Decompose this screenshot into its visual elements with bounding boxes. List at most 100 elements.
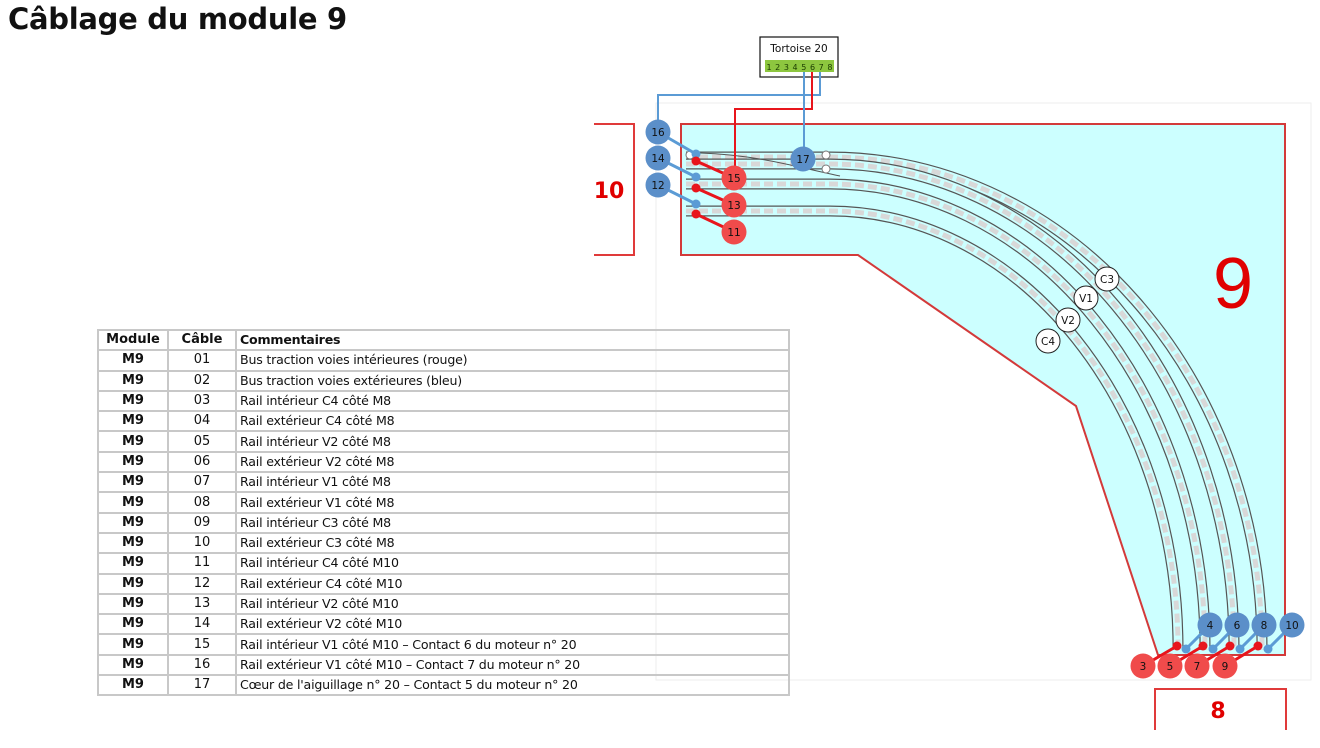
tracks bbox=[685, 150, 1268, 650]
track-label-c3: C3 bbox=[1094, 266, 1120, 292]
track-ties bbox=[686, 208, 1181, 650]
cell-module: M9 bbox=[97, 491, 169, 514]
cable-node-16: 16 bbox=[645, 119, 671, 145]
track-ties bbox=[686, 154, 1265, 650]
cell-cable: 10 bbox=[167, 531, 237, 555]
cell-module: M9 bbox=[97, 349, 169, 372]
cell-module: M9 bbox=[97, 369, 169, 392]
cable-node-10: 10 bbox=[1279, 612, 1305, 638]
node-circle bbox=[721, 219, 747, 245]
cell-comment: Rail intérieur C3 côté M8 bbox=[235, 511, 790, 534]
track-label-text: V1 bbox=[1079, 293, 1093, 305]
cell-comment: Rail extérieur V1 côté M8 bbox=[235, 491, 790, 514]
node-circle bbox=[1197, 612, 1223, 638]
cell-cable: 09 bbox=[167, 511, 237, 534]
motor-pin-4: 4 bbox=[793, 63, 798, 72]
solder-point bbox=[1208, 644, 1218, 654]
motor-pin-3: 3 bbox=[784, 63, 789, 72]
node-circle bbox=[645, 145, 671, 171]
page-title: Câblage du module 9 bbox=[8, 2, 347, 36]
node-circle bbox=[1279, 612, 1305, 638]
cable-node-7: 7 bbox=[1184, 653, 1210, 679]
cell-module: M9 bbox=[97, 552, 169, 575]
cell-cable: 06 bbox=[167, 450, 237, 474]
header-module: Module bbox=[97, 328, 169, 352]
cell-module: M9 bbox=[97, 613, 169, 636]
motor-pin-8: 8 bbox=[827, 63, 832, 72]
track-label-circle bbox=[1035, 328, 1061, 354]
node-label: 15 bbox=[727, 173, 740, 185]
node-label: 13 bbox=[727, 200, 740, 212]
solder-point bbox=[691, 149, 701, 159]
cable-node-9: 9 bbox=[1212, 653, 1238, 679]
track-label-c4: C4 bbox=[1035, 328, 1061, 354]
cell-comment: Rail extérieur C3 côté M8 bbox=[235, 531, 790, 555]
track-label-circle bbox=[1094, 266, 1120, 292]
cell-comment: Bus traction voies intérieures (rouge) bbox=[235, 349, 790, 372]
track-label-circle bbox=[1055, 307, 1081, 333]
node-circle bbox=[721, 192, 747, 218]
track-v2 bbox=[686, 178, 1211, 650]
motor-pin-strip bbox=[765, 60, 834, 72]
neighbor-left-bracket bbox=[594, 123, 635, 256]
insulator-icon bbox=[821, 164, 831, 174]
module-board bbox=[680, 123, 1286, 656]
solder-point bbox=[1225, 641, 1235, 651]
track-label-text: C4 bbox=[1041, 336, 1055, 348]
node-circle bbox=[1130, 653, 1156, 679]
track-label-v2: V2 bbox=[1055, 307, 1081, 333]
node-label: 8 bbox=[1261, 620, 1268, 632]
track-label-text: V2 bbox=[1061, 315, 1075, 327]
cell-comment: Rail extérieur V1 côté M10 – Contact 7 d… bbox=[235, 653, 790, 677]
cell-cable: 01 bbox=[167, 349, 237, 372]
wire-motor-pin7-to-16 bbox=[657, 72, 821, 132]
track-v1 bbox=[686, 158, 1240, 650]
cell-comment: Rail intérieur V2 côté M10 bbox=[235, 592, 790, 616]
node-circle bbox=[645, 172, 671, 198]
solder-point bbox=[691, 183, 701, 193]
cell-module: M9 bbox=[97, 653, 169, 677]
track-label-circle bbox=[1073, 285, 1099, 311]
cell-module: M9 bbox=[97, 531, 169, 555]
cell-cable: 04 bbox=[167, 410, 237, 433]
node-circle bbox=[721, 165, 747, 191]
cell-cable: 17 bbox=[167, 674, 237, 697]
cell-comment: Rail intérieur C4 côté M8 bbox=[235, 389, 790, 413]
cell-comment: Rail extérieur C4 côté M8 bbox=[235, 410, 790, 433]
cell-cable: 15 bbox=[167, 633, 237, 656]
track-label-v1: V1 bbox=[1073, 285, 1099, 311]
node-label: 12 bbox=[651, 180, 664, 192]
cell-comment: Rail extérieur V2 côté M8 bbox=[235, 450, 790, 474]
cell-module: M9 bbox=[97, 450, 169, 474]
cell-comment: Bus traction voies extérieures (bleu) bbox=[235, 369, 790, 392]
cell-cable: 05 bbox=[167, 430, 237, 453]
cell-comment: Rail extérieur C4 côté M10 bbox=[235, 572, 790, 595]
node-label: 6 bbox=[1234, 620, 1241, 632]
solder-point bbox=[1253, 641, 1263, 651]
cable-node-17: 17 bbox=[790, 146, 816, 172]
node-label: 5 bbox=[1167, 661, 1174, 673]
cell-module: M9 bbox=[97, 430, 169, 453]
solder-point bbox=[691, 199, 701, 209]
solder-point bbox=[691, 209, 701, 219]
node-circle bbox=[645, 119, 671, 145]
solder-point bbox=[1263, 644, 1273, 654]
motor-pin-1: 1 bbox=[766, 63, 771, 72]
solder-point bbox=[691, 156, 701, 166]
node-label: 9 bbox=[1222, 661, 1229, 673]
cell-module: M9 bbox=[97, 511, 169, 534]
cable-node-15: 15 bbox=[721, 165, 747, 191]
cable-node-11: 11 bbox=[721, 219, 747, 245]
wire-motor-pin6-to-15 bbox=[734, 72, 813, 178]
cable-node-12: 12 bbox=[645, 172, 671, 198]
cell-module: M9 bbox=[97, 592, 169, 616]
